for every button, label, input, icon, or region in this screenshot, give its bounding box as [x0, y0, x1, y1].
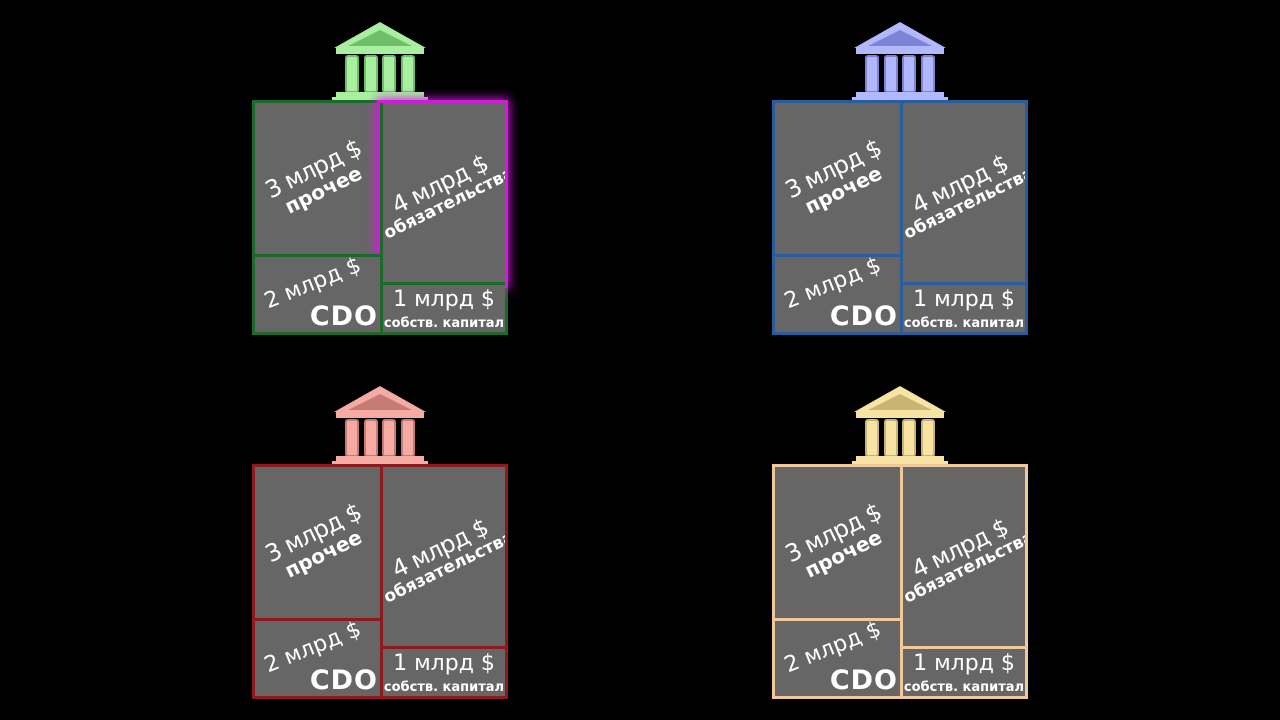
- bank-building-icon: [332, 386, 428, 466]
- cell-equity: 1 млрд $ собств. капитал: [380, 646, 505, 696]
- cell-cdo: 2 млрд $ CDO: [255, 618, 383, 696]
- balance-sheet: 3 млрд $ прочее 4 млрд $ обязательства 2…: [252, 100, 508, 335]
- bank-building-icon: [332, 22, 428, 102]
- bank-building-icon: [852, 386, 948, 466]
- cell-other-assets: 3 млрд $ прочее: [255, 103, 383, 257]
- cell-equity: 1 млрд $ собств. капитал: [900, 282, 1025, 332]
- bank-red: 3 млрд $ прочее 4 млрд $ обязательства 2…: [252, 384, 508, 714]
- balance-sheet: 3 млрд $ прочее 4 млрд $ обязательства 2…: [772, 464, 1028, 699]
- bank-blue: 3 млрд $ прочее 4 млрд $ обязательства 2…: [772, 20, 1028, 350]
- cell-other-assets: 3 млрд $ прочее: [775, 103, 903, 257]
- cell-equity: 1 млрд $ собств. капитал: [380, 282, 505, 332]
- cell-cdo: 2 млрд $ CDO: [775, 618, 903, 696]
- cell-liabilities: 4 млрд $ обязательства: [900, 467, 1025, 649]
- balance-sheet: 3 млрд $ прочее 4 млрд $ обязательства 2…: [772, 100, 1028, 335]
- cell-cdo: 2 млрд $ CDO: [775, 254, 903, 332]
- cell-liabilities: 4 млрд $ обязательства: [380, 467, 505, 649]
- cdo-label: CDO: [309, 665, 378, 696]
- equity-amount: 1 млрд $: [393, 287, 495, 312]
- equity-label: собств. капитал: [383, 316, 505, 331]
- cdo-label: CDO: [829, 665, 898, 696]
- bank-green: 3 млрд $ прочее 4 млрд $ обязательства 2…: [252, 20, 508, 350]
- balance-sheet: 3 млрд $ прочее 4 млрд $ обязательства 2…: [252, 464, 508, 699]
- equity-label: собств. капитал: [383, 680, 505, 695]
- equity-amount: 1 млрд $: [913, 287, 1015, 312]
- cell-equity: 1 млрд $ собств. капитал: [900, 646, 1025, 696]
- cell-other-assets: 3 млрд $ прочее: [775, 467, 903, 621]
- cell-other-assets: 3 млрд $ прочее: [255, 467, 383, 621]
- equity-label: собств. капитал: [903, 680, 1025, 695]
- bank-building-icon: [852, 22, 948, 102]
- equity-label: собств. капитал: [903, 316, 1025, 331]
- cdo-label: CDO: [309, 301, 378, 332]
- equity-amount: 1 млрд $: [913, 651, 1015, 676]
- bank-yellow: 3 млрд $ прочее 4 млрд $ обязательства 2…: [772, 384, 1028, 714]
- equity-amount: 1 млрд $: [393, 651, 495, 676]
- cell-liabilities: 4 млрд $ обязательства: [377, 100, 508, 288]
- cell-liabilities: 4 млрд $ обязательства: [900, 103, 1025, 285]
- cell-cdo: 2 млрд $ CDO: [255, 254, 383, 332]
- cdo-label: CDO: [829, 301, 898, 332]
